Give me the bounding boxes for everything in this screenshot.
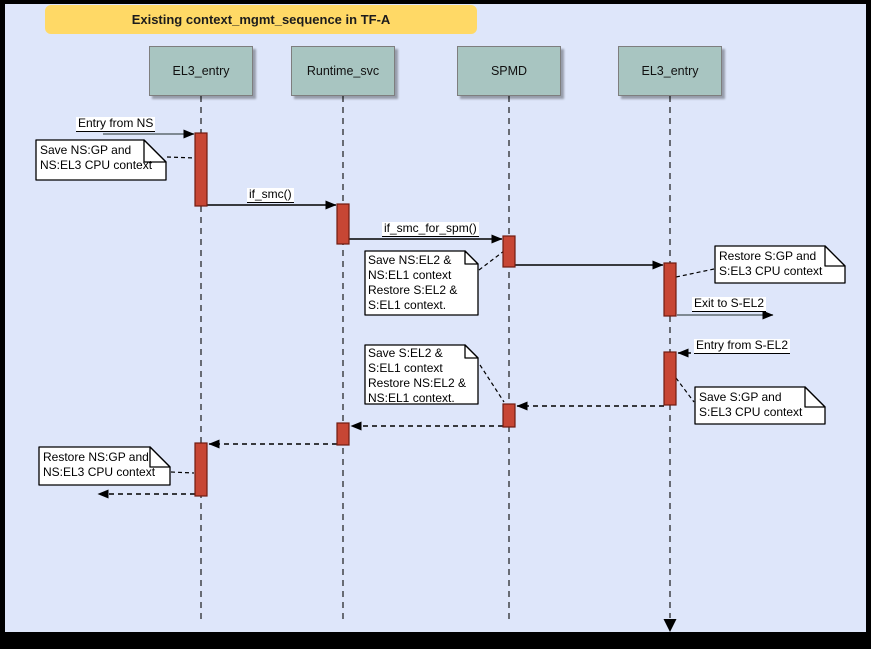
note-restore-s-gp: Restore S:GP and S:EL3 CPU context xyxy=(719,249,823,278)
note-connectors xyxy=(166,156,715,474)
actor-el3-entry-left: EL3_entry xyxy=(149,46,253,96)
note-save-ns-gp: Save NS:GP and NS:EL3 CPU context xyxy=(40,143,153,172)
note-save-s-gp: Save S:GP and S:EL3 CPU context xyxy=(699,390,803,419)
activation-runtime-1 xyxy=(336,203,350,245)
note-shape-4 xyxy=(364,344,479,405)
note-fold-icon xyxy=(143,139,167,163)
note-shape-5 xyxy=(694,386,826,425)
activation-el3r-2 xyxy=(663,351,677,406)
actor-spmd: SPMD xyxy=(457,46,561,96)
actor-runtime-svc: Runtime_svc xyxy=(291,46,395,96)
note-link-2 xyxy=(478,250,505,271)
note-fold-icon xyxy=(149,446,171,468)
note-shapes xyxy=(35,139,846,486)
message-label-entry-from-ns: Entry from NS xyxy=(76,116,156,132)
note-shape-2 xyxy=(364,250,479,316)
activation-el3l-2 xyxy=(194,442,208,497)
message-label-entry-from-s-el2: Entry from S-EL2 xyxy=(694,338,791,354)
diagram-title: Existing context_mgmt_sequence in TF-A xyxy=(45,5,477,34)
actor-label: SPMD xyxy=(490,64,528,78)
lifeline-end-arrow-icon xyxy=(663,619,677,632)
activation-bars xyxy=(194,132,677,497)
note-link-5 xyxy=(479,364,505,403)
note-link-4 xyxy=(675,377,695,403)
activation-spmd-2 xyxy=(502,403,516,428)
note-shape-1 xyxy=(35,139,167,181)
note-link-1 xyxy=(166,156,196,159)
note-shape-3 xyxy=(714,245,846,284)
activation-el3l-1 xyxy=(194,132,208,207)
actor-label: EL3_entry xyxy=(641,64,699,78)
note-fold-icon xyxy=(804,386,826,408)
actor-label: EL3_entry xyxy=(172,64,230,78)
note-fold-icon xyxy=(464,344,479,359)
message-label-if-smc: if_smc() xyxy=(247,187,294,203)
note-save-ns-el2: Save NS:EL2 & NS:EL1 context Restore S:E… xyxy=(368,253,458,312)
diagram-canvas xyxy=(5,4,866,632)
actor-el3-entry-right: EL3_entry xyxy=(618,46,722,96)
activation-runtime-2 xyxy=(336,422,350,446)
activation-spmd-1 xyxy=(502,235,516,268)
note-fold-icon xyxy=(464,250,479,265)
note-restore-ns-gp: Restore NS:GP and NS:EL3 CPU context xyxy=(43,450,156,479)
note-fold-icon xyxy=(824,245,846,267)
note-shape-6 xyxy=(38,446,171,486)
message-label-if-smc-for-spm: if_smc_for_spm() xyxy=(382,221,479,237)
note-save-s-el2: Save S:EL2 & S:EL1 context Restore NS:EL… xyxy=(368,346,467,405)
message-label-exit-to-s-el2: Exit to S-EL2 xyxy=(692,296,767,312)
actor-label: Runtime_svc xyxy=(306,64,380,78)
activation-el3r-1 xyxy=(663,262,677,317)
note-link-6 xyxy=(170,471,195,474)
